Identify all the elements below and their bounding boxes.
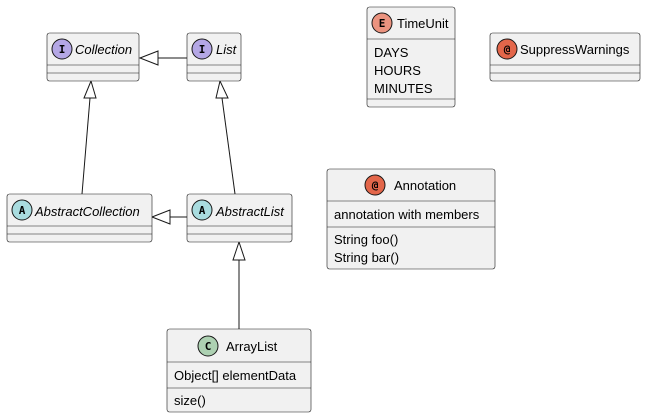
abstract-stereotype-icon: [11, 199, 33, 221]
class-name: AbstractList: [215, 204, 285, 219]
relation-abstractcollection-to-collection: [81, 79, 97, 195]
stereotype-letter: E: [379, 17, 386, 30]
class-stereotype-icon: [197, 335, 219, 357]
annotation-annotation[interactable]: @ Annotation annotation with members Str…: [326, 168, 496, 270]
annotation-stereotype-icon: [496, 38, 518, 60]
relation-list-to-collection: [138, 50, 187, 66]
generalization-arrowhead: [138, 50, 159, 66]
enum-value-hours: HOURS: [374, 63, 421, 78]
annotation-name: Annotation: [394, 178, 456, 193]
class-name: Collection: [75, 42, 132, 57]
annotation-suppress-warnings[interactable]: @ SuppressWarnings: [489, 32, 641, 82]
enum-name: TimeUnit: [397, 16, 449, 31]
enum-stereotype-icon: [371, 12, 393, 34]
stereotype-letter: I: [199, 43, 206, 56]
annotation-name: SuppressWarnings: [520, 42, 630, 57]
relation-arraylist-to-abstractlist: [232, 240, 246, 329]
enum-value-minutes: MINUTES: [374, 81, 433, 96]
stereotype-letter: C: [205, 340, 212, 353]
stereotype-letter: A: [199, 204, 206, 217]
method-bar: String bar(): [334, 250, 399, 265]
relation-abstractlist-to-abstractcollection: [150, 209, 187, 225]
stereotype-letter: A: [19, 204, 26, 217]
enum-time-unit[interactable]: E TimeUnit DAYS HOURS MINUTES: [366, 6, 456, 108]
method-size: size(): [174, 393, 206, 408]
class-collection[interactable]: I Collection: [46, 32, 140, 82]
relation-abstractlist-to-list: [215, 79, 236, 195]
interface-stereotype-icon: [51, 38, 73, 60]
class-abstract-collection[interactable]: A AbstractCollection: [6, 193, 153, 243]
interface-stereotype-icon: [191, 38, 213, 60]
stereotype-letter: @: [504, 43, 511, 56]
generalization-arrowhead: [83, 79, 97, 99]
generalization-arrowhead: [150, 209, 171, 225]
field-element-data: Object[] elementData: [174, 368, 297, 383]
class-list[interactable]: I List: [186, 32, 242, 82]
generalization-arrowhead: [232, 240, 246, 261]
class-name: List: [216, 42, 238, 57]
annotation-field: annotation with members: [334, 207, 480, 222]
class-abstract-list[interactable]: A AbstractList: [186, 193, 293, 243]
annotation-stereotype-icon: [364, 174, 386, 196]
class-array-list[interactable]: C ArrayList Object[] elementData size(): [166, 328, 312, 413]
method-foo: String foo(): [334, 232, 398, 247]
abstract-stereotype-icon: [191, 199, 213, 221]
stereotype-letter: @: [372, 179, 379, 192]
generalization-arrowhead: [215, 79, 229, 99]
stereotype-letter: I: [59, 43, 66, 56]
class-name: AbstractCollection: [34, 204, 140, 219]
class-name: ArrayList: [226, 339, 278, 354]
enum-value-days: DAYS: [374, 45, 409, 60]
